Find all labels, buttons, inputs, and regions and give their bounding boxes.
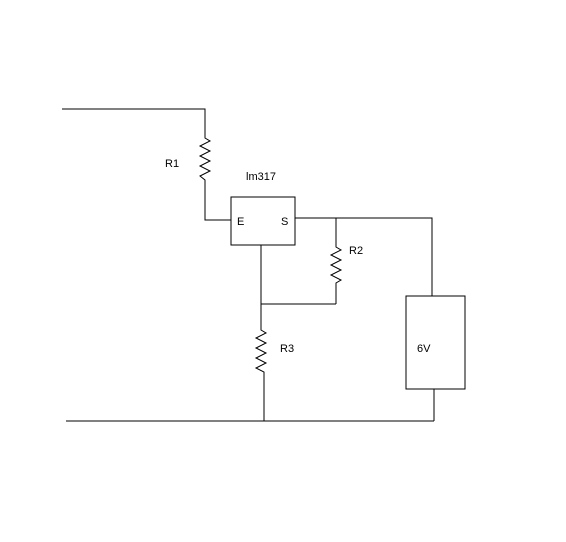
- battery-label: 6V: [417, 343, 431, 355]
- wire-s-output: [295, 217, 433, 296]
- r2-label: R2: [349, 245, 363, 257]
- regulator-pin-s: S: [281, 216, 288, 228]
- regulator-box: [230, 196, 296, 246]
- r1-label: R1: [165, 158, 179, 170]
- resistor-r3: [254, 304, 268, 421]
- regulator-pin-e: E: [237, 216, 244, 228]
- r3-label: R3: [280, 343, 294, 355]
- resistor-r1: [198, 126, 212, 188]
- wire-top-input: [62, 108, 206, 126]
- regulator-label: lm317: [246, 171, 276, 183]
- battery-box: [405, 295, 466, 390]
- wire-r1-to-e: [204, 188, 231, 221]
- resistor-r2: [329, 240, 343, 304]
